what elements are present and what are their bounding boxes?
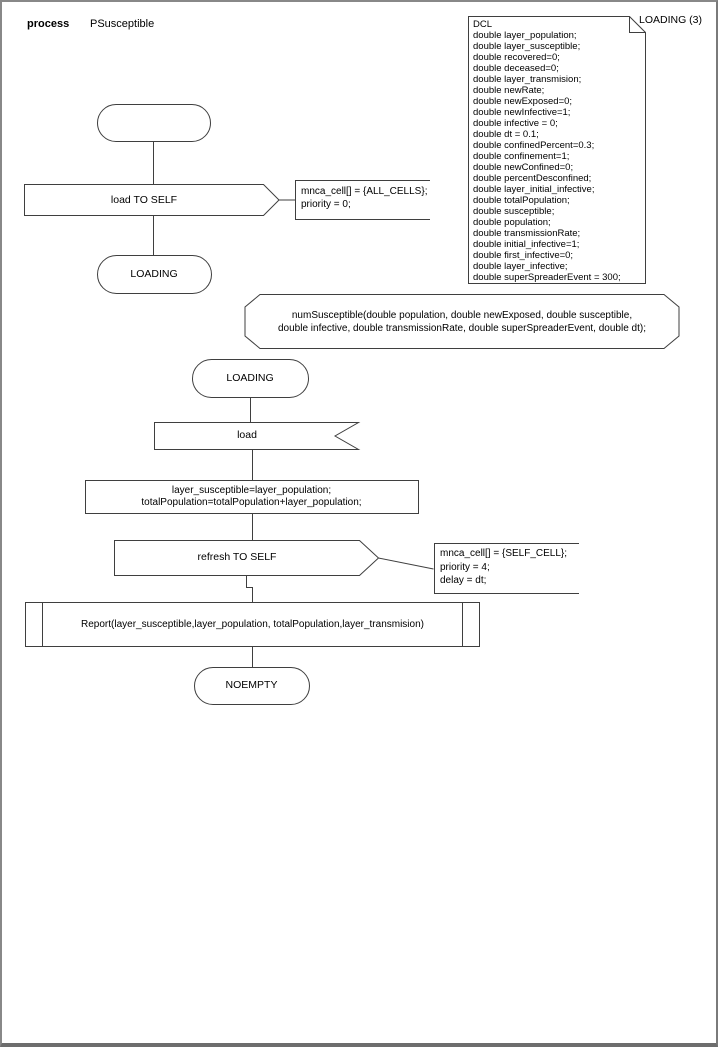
input-load-label: load bbox=[237, 429, 257, 441]
dcl-fold-corner bbox=[629, 16, 646, 33]
comment-selfcell-symbol[interactable] bbox=[434, 543, 580, 594]
procedure-signature-symbol[interactable] bbox=[244, 294, 680, 349]
comment-selfcell-text: mnca_cell[] = {SELF_CELL}; priority = 4;… bbox=[440, 548, 568, 586]
task-assignment-symbol[interactable] bbox=[85, 480, 419, 514]
state-noempty-symbol[interactable] bbox=[194, 667, 310, 705]
state-loading-main-label: LOADING bbox=[226, 371, 274, 384]
process-name-label: PSusceptible bbox=[90, 18, 155, 30]
state-loading-main-symbol[interactable] bbox=[192, 359, 309, 398]
connector-output-to-comment2[interactable] bbox=[378, 557, 434, 570]
output-refresh-label: refresh TO SELF bbox=[197, 551, 277, 563]
procedure-signature-text: numSusceptible(double population, double… bbox=[277, 309, 646, 334]
process-keyword-label: process bbox=[27, 18, 70, 30]
input-load-symbol[interactable] bbox=[154, 422, 361, 450]
procedure-call-symbol[interactable] bbox=[25, 602, 480, 647]
state-noempty-label: NOEMPTY bbox=[225, 679, 278, 691]
state-loading-left-label: LOADING bbox=[130, 267, 178, 280]
output-refresh-symbol[interactable] bbox=[114, 540, 380, 576]
connector-output-to-procedure[interactable] bbox=[246, 575, 253, 603]
comment-allcells-text: mnca_cell[] = {ALL_CELLS}; priority = 0; bbox=[301, 186, 428, 210]
state-loading-left-symbol[interactable] bbox=[97, 255, 212, 294]
procedure-call-label: Report(layer_susceptible,layer_populatio… bbox=[81, 618, 424, 630]
comment-allcells-symbol[interactable] bbox=[295, 180, 431, 220]
dcl-text-symbol[interactable] bbox=[468, 16, 646, 284]
output-load-label: load TO SELF bbox=[110, 193, 178, 206]
dcl-declarations-text: DCL double layer_population; double laye… bbox=[473, 19, 621, 283]
dcl-anchor-state-label: LOADING (3) bbox=[639, 14, 703, 26]
task-assignment-text: layer_susceptible=layer_population; tota… bbox=[141, 484, 362, 508]
start-state-symbol[interactable] bbox=[97, 104, 211, 142]
output-load-symbol[interactable] bbox=[24, 184, 280, 216]
